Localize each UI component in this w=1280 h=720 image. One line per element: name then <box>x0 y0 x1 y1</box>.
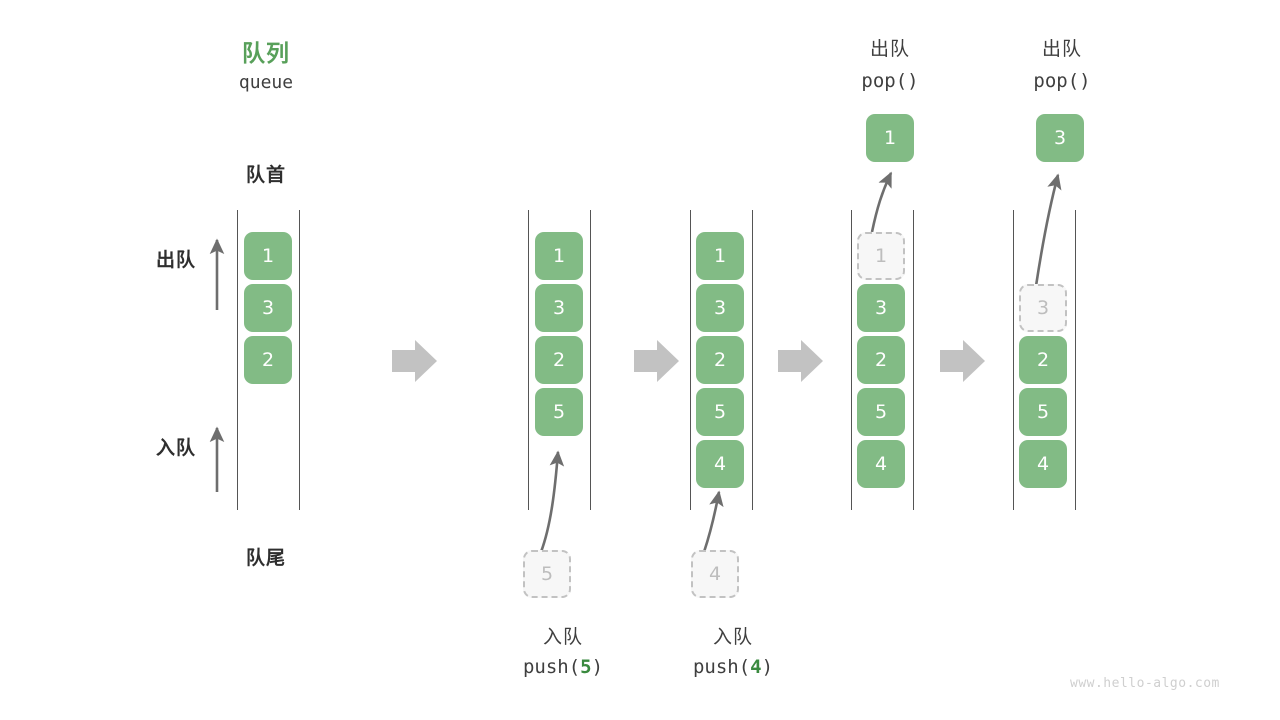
push-5-caption-code: push(5) <box>478 656 648 678</box>
queue-cell: 2 <box>1019 336 1067 384</box>
queue-cell: 3 <box>244 284 292 332</box>
queue-cell: 2 <box>857 336 905 384</box>
step-arrow-1 <box>392 340 437 382</box>
incoming-cell: 4 <box>691 550 739 598</box>
queue-rail-right <box>590 210 591 510</box>
queue-cell: 2 <box>535 336 583 384</box>
queue-cell: 4 <box>696 440 744 488</box>
queue-cell: 1 <box>244 232 292 280</box>
queue-rail-left <box>1013 210 1014 510</box>
queue-cell-ghost: 3 <box>1019 284 1067 332</box>
step-arrow-3 <box>778 340 823 382</box>
rear-label: 队尾 <box>245 547 286 569</box>
queue-cell: 2 <box>696 336 744 384</box>
queue-cell: 5 <box>696 388 744 436</box>
queue-cell: 4 <box>1019 440 1067 488</box>
pop-1-header-code: pop() <box>861 70 919 92</box>
queue-cell: 5 <box>857 388 905 436</box>
push-5-code-arg: 5 <box>580 656 592 678</box>
push-5-arrow <box>539 450 565 553</box>
push-5-code-prefix: push( <box>522 656 581 678</box>
push-4-code-arg: 4 <box>750 656 762 678</box>
queue-cell: 5 <box>1019 388 1067 436</box>
queue-rail-left <box>851 210 852 510</box>
queue-rail-left <box>528 210 529 510</box>
pop-3-header-code: pop() <box>1033 70 1091 92</box>
queue-rail-left <box>237 210 238 510</box>
queue-rail-right <box>299 210 300 510</box>
queue-cell: 1 <box>535 232 583 280</box>
step-arrow-2 <box>634 340 679 382</box>
push-4-caption-cn: 入队 <box>712 626 753 648</box>
step-arrow-4 <box>940 340 985 382</box>
push-5-caption-cn: 入队 <box>542 626 583 648</box>
queue-cell: 1 <box>696 232 744 280</box>
queue-cell: 2 <box>244 336 292 384</box>
queue-cell: 3 <box>696 284 744 332</box>
queue-rail-left <box>690 210 691 510</box>
enqueue-label: 入队 <box>155 437 196 459</box>
pop-1-arrow <box>870 171 893 233</box>
push-4-caption-code: push(4) <box>648 656 818 678</box>
queue-cell: 4 <box>857 440 905 488</box>
queue-cell: 5 <box>535 388 583 436</box>
queue-rail-right <box>1075 210 1076 510</box>
page-title: 队列 <box>242 41 290 67</box>
push-4-code-suffix: ) <box>761 656 774 678</box>
pop-1-header-cn: 出队 <box>869 38 910 60</box>
watermark: www.hello-algo.com <box>1070 676 1220 691</box>
incoming-cell: 5 <box>523 550 571 598</box>
popped-cell: 1 <box>866 114 914 162</box>
front-label: 队首 <box>245 164 286 186</box>
queue-cell-ghost: 1 <box>857 232 905 280</box>
queue-rail-right <box>913 210 914 510</box>
push-5-code-suffix: ) <box>591 656 604 678</box>
popped-cell: 3 <box>1036 114 1084 162</box>
page-subtitle: queue <box>238 72 294 93</box>
pop-3-arrow <box>1034 173 1062 287</box>
push-4-arrow <box>702 490 724 553</box>
push-4-code-prefix: push( <box>692 656 751 678</box>
pop-3-header-cn: 出队 <box>1041 38 1082 60</box>
dequeue-label: 出队 <box>155 249 196 271</box>
queue-cell: 3 <box>535 284 583 332</box>
queue-cell: 3 <box>857 284 905 332</box>
queue-rail-right <box>752 210 753 510</box>
